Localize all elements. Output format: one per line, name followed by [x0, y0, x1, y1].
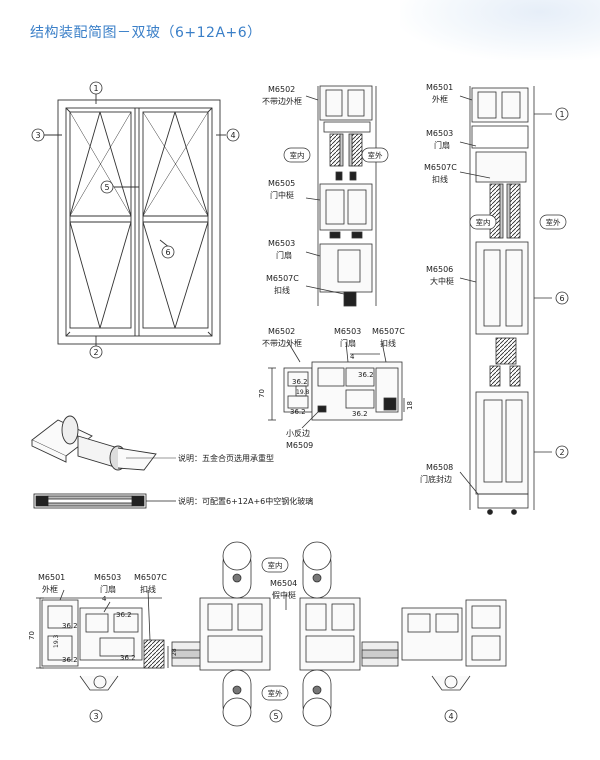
part-m6506-code: M6506: [426, 265, 453, 274]
door-elevation: [44, 94, 226, 346]
part-m6507c-code-a: M6507C: [266, 274, 299, 283]
callout-2-right: 2: [559, 448, 564, 457]
part-m6503-code-b: M6503: [426, 129, 453, 138]
part-m6502-name-a: 不带边外框: [262, 96, 302, 106]
dim-36-2-bottom-c: 36.2: [62, 656, 78, 664]
elevation-callouts: [31, 81, 240, 359]
door-handles: [222, 541, 332, 727]
dim-36-2-detail-a: 36.2: [292, 378, 308, 386]
outdoor-label-b: 室外: [546, 217, 561, 227]
part-m6509-code: M6509: [286, 441, 313, 450]
part-m6503-code-d: M6503: [94, 573, 121, 582]
indoor-label-c: 室内: [268, 560, 283, 570]
part-m6501-code-b: M6501: [426, 83, 453, 92]
part-m6503-code-a: M6503: [268, 239, 295, 248]
side-badges-bottom: 室内 室外: [261, 557, 289, 701]
part-m6507c-name-c: 扣线: [380, 338, 396, 348]
vertical-section-left: [305, 85, 377, 307]
part-m6502-name-c: 不带边外框: [262, 338, 302, 348]
callout-1: 1: [93, 84, 98, 93]
dim-36-2-detail-c: 36.2: [290, 408, 306, 416]
part-m6501-code-d: M6501: [38, 573, 65, 582]
callout-4: 4: [230, 131, 235, 140]
callout-3: 3: [35, 131, 40, 140]
callout-5-bottom: 5: [273, 712, 278, 721]
callout-1-right: 1: [559, 110, 564, 119]
part-m6507c-name-a: 扣线: [274, 285, 290, 295]
part-m6507c-name-d: 扣线: [140, 584, 156, 594]
part-m6503-name-b: 门扇: [434, 140, 450, 150]
part-m6503-code-c: M6503: [334, 327, 361, 336]
outdoor-label-a: 室外: [368, 150, 383, 160]
dim-36-2-bottom-a: 36.2: [116, 611, 132, 619]
dim-36-2-bottom-b: 36.2: [62, 622, 78, 630]
part-m6509-name: 小反边: [286, 428, 310, 438]
hinge-illustration: [31, 415, 176, 471]
callout-2: 2: [93, 348, 98, 357]
dim-4-bottom: 4: [102, 595, 107, 603]
outdoor-label-c: 室外: [268, 688, 283, 698]
part-m6505-code: M6505: [268, 179, 295, 188]
part-m6502-code-a: M6502: [268, 85, 295, 94]
part-m6507c-code-b: M6507C: [424, 163, 457, 172]
dim-28: 28: [171, 648, 178, 656]
glass-section-icon: [33, 493, 176, 509]
indoor-label-a: 室内: [290, 150, 305, 160]
dim-36-2-detail-d: 36.2: [352, 410, 368, 418]
dim-18-detail: 18: [406, 401, 414, 410]
glass-note: 说明：可配置6+12A+6中空钢化玻璃: [178, 496, 313, 506]
callout-6-right: 6: [559, 294, 564, 303]
vertical-section-right: [459, 86, 552, 515]
dim-36-2-bottom-d: 36.2: [120, 654, 136, 662]
part-m6508-code: M6508: [426, 463, 453, 472]
callout-4-bottom: 4: [448, 712, 453, 721]
part-m6507c-code-d: M6507C: [134, 573, 167, 582]
dim-36-2-detail-b: 36.2: [358, 371, 374, 379]
part-m6503-name-a: 门扇: [276, 250, 292, 260]
decorative-map-background: [400, 0, 600, 60]
page-title: 结构装配简图－双玻（6+12A+6）: [30, 25, 262, 41]
part-m6501-name-b: 外框: [432, 94, 448, 104]
part-m6504-name: 假中梃: [272, 590, 296, 600]
part-m6508-name: 门底封边: [420, 474, 452, 484]
part-m6501-name-d: 外框: [42, 584, 58, 594]
hinge-note: 说明：五金合页选用承重型: [178, 453, 274, 463]
part-m6507c-code-c: M6507C: [372, 327, 405, 336]
callout-3-bottom: 3: [93, 712, 98, 721]
horizontal-section: [36, 589, 507, 691]
side-badges-right: 室内 室外: [469, 214, 567, 230]
part-m6505-name: 门中梃: [270, 190, 294, 200]
part-m6507c-name-b: 扣线: [432, 174, 448, 184]
callout-5: 5: [104, 183, 109, 192]
indoor-label-b: 室内: [476, 217, 491, 227]
part-m6502-code-c: M6502: [268, 327, 295, 336]
callout-6: 6: [165, 248, 170, 257]
part-m6504-code: M6504: [270, 579, 297, 588]
detail-section: [268, 341, 405, 429]
part-m6503-name-d: 门扇: [100, 584, 116, 594]
side-badges-left: 室内 室外: [283, 147, 389, 163]
dim-70-detail: 70: [258, 389, 266, 398]
part-m6503-name-c: 门扇: [340, 338, 356, 348]
part-m6506-name: 大中梃: [430, 276, 454, 286]
dim-70-bottom: 70: [28, 631, 36, 640]
dim-19-8: 19.8: [296, 389, 310, 396]
dim-4-detail: 4: [350, 353, 355, 361]
dim-19-3: 19.3: [53, 634, 60, 648]
